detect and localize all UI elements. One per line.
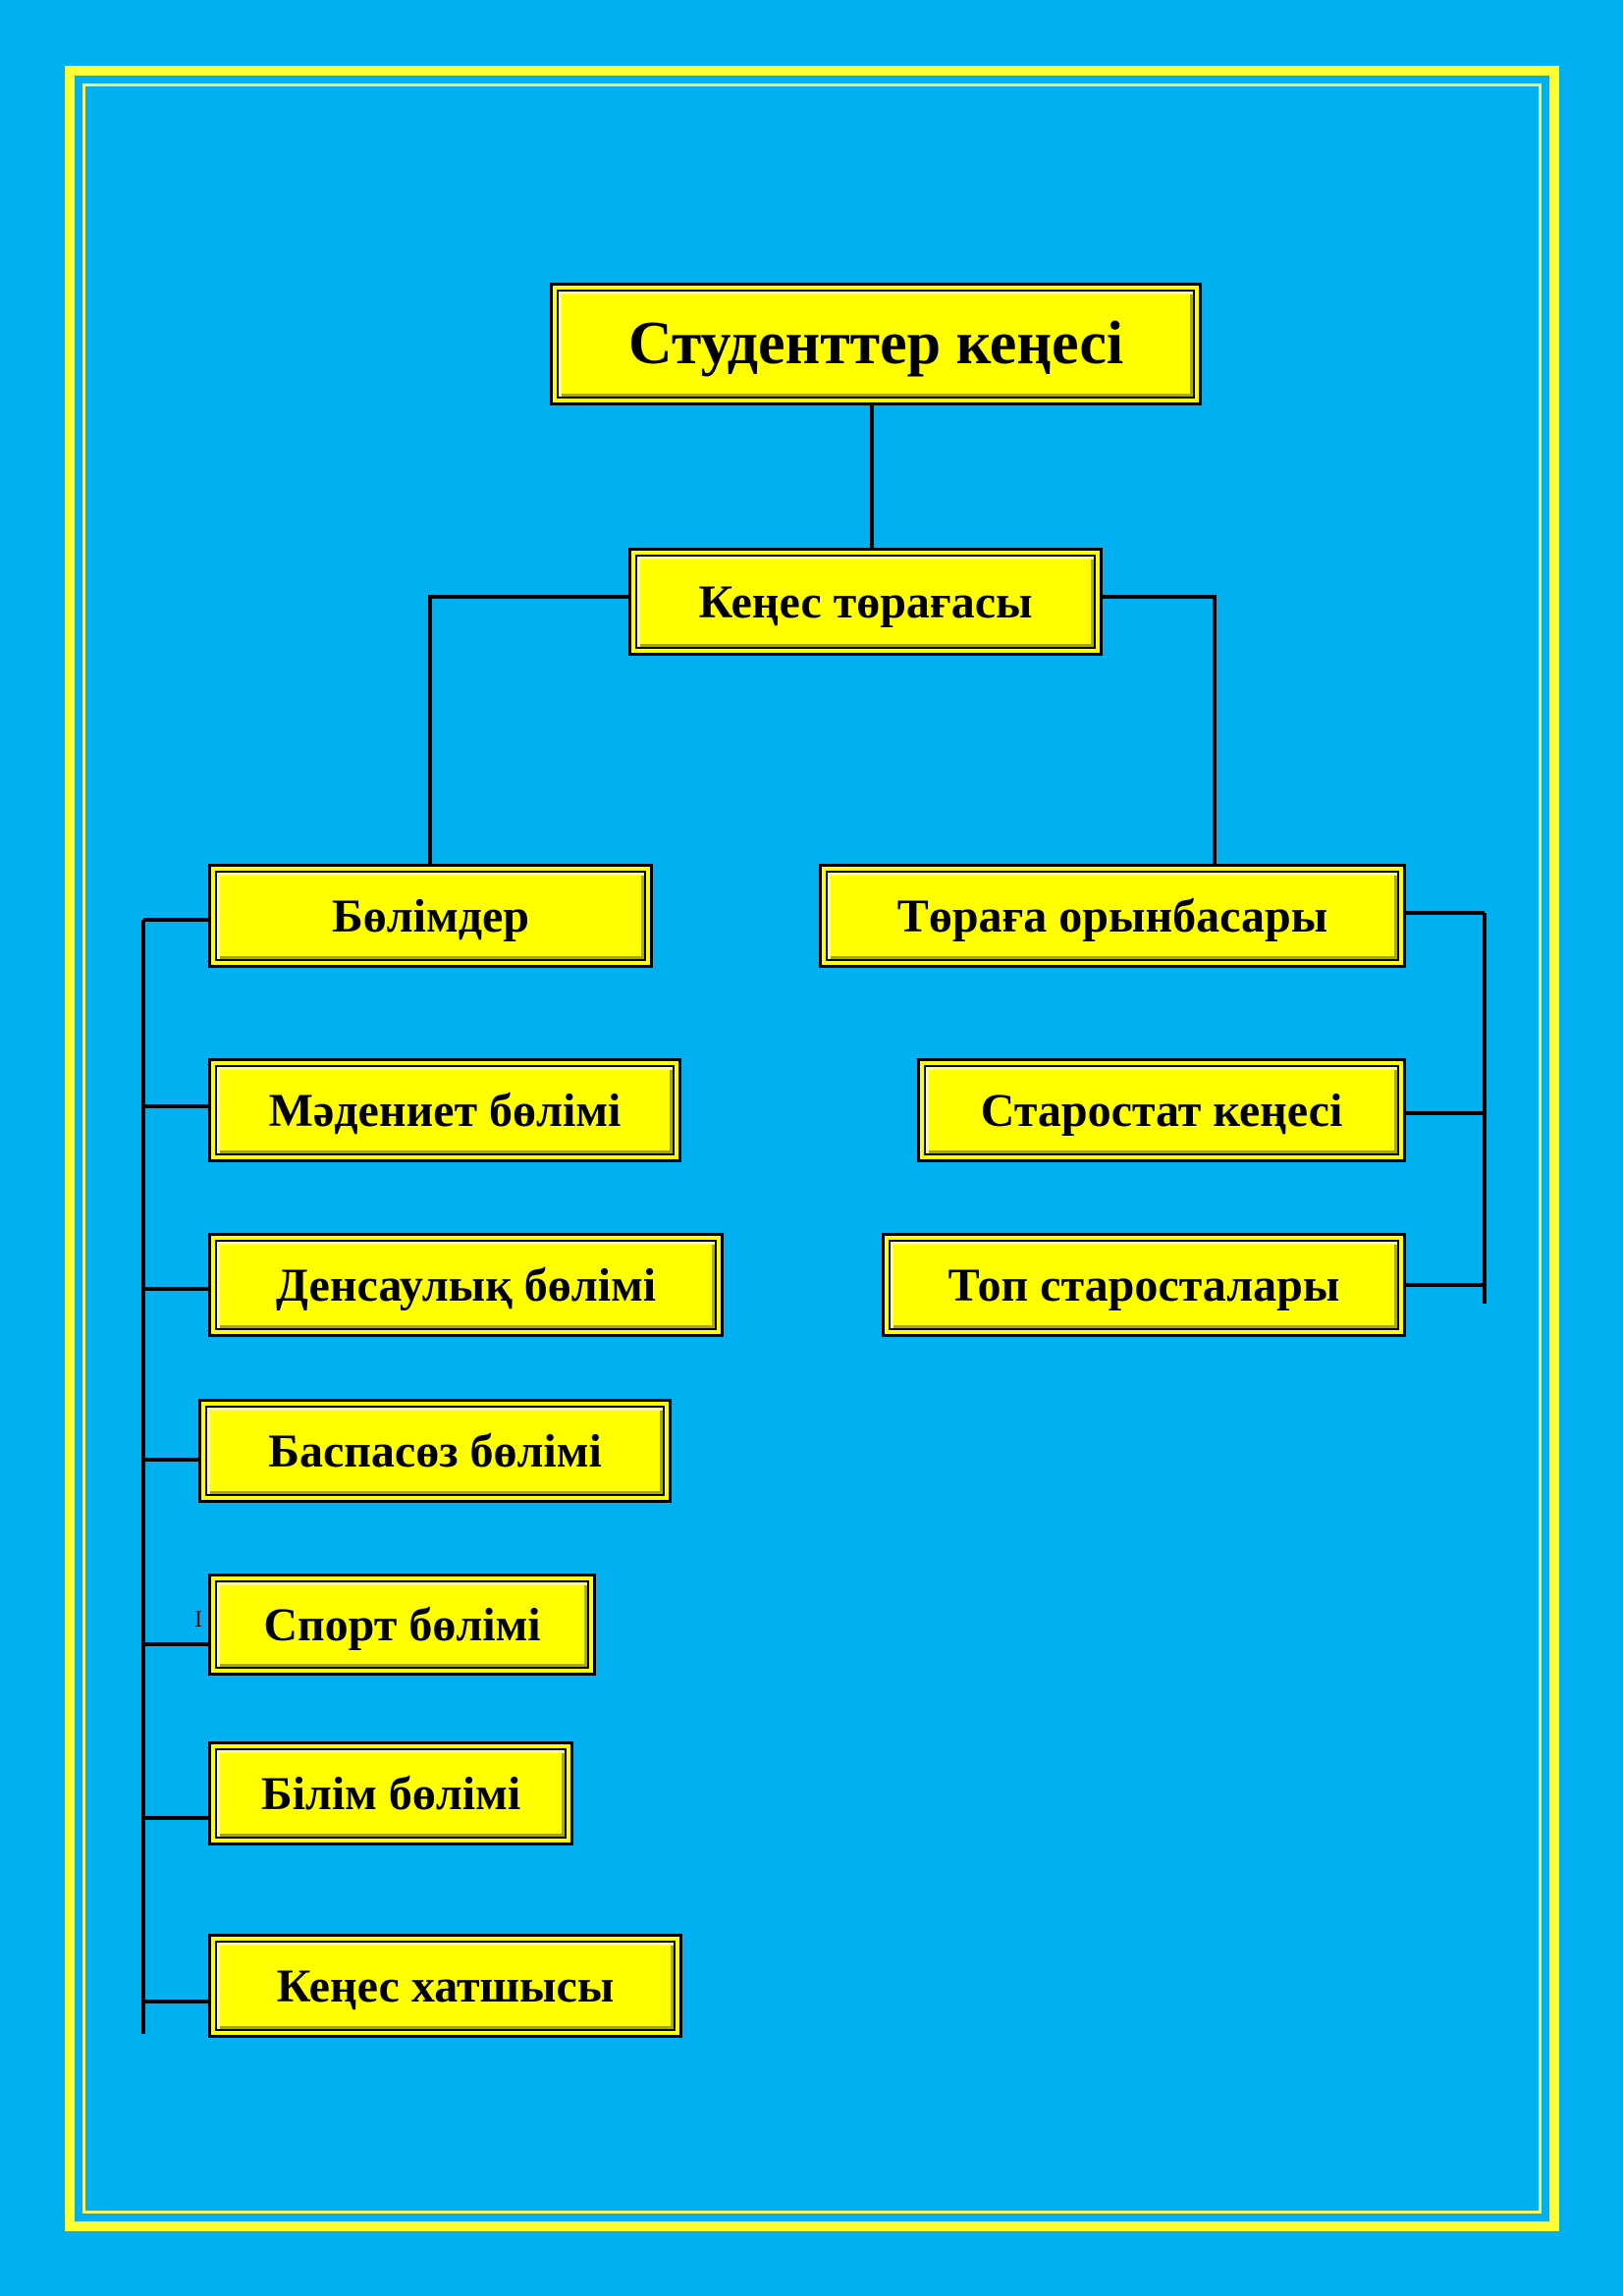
line-chair-deputy	[1102, 595, 1217, 866]
deputy-node-headman-council: Старостат кеңесі	[917, 1058, 1406, 1162]
department-node-culture: Мәдениет бөлімі	[208, 1058, 681, 1162]
stray-mark: I	[194, 1607, 202, 1632]
inner-frame	[82, 83, 1542, 2214]
deputy-item-label: Топ старосталары	[947, 1258, 1340, 1311]
department-node-press: Баспасөз бөлімі	[198, 1399, 672, 1503]
line-chair-departments	[428, 595, 632, 866]
deputy-header-node: Төраға орынбасары	[819, 864, 1406, 968]
department-label: Денсаулық бөлімі	[275, 1258, 657, 1311]
department-node-secretary: Кеңес хатшысы	[208, 1934, 682, 2038]
chair-node: Кеңес төрағасы	[628, 548, 1103, 656]
root-node: Студенттер кеңесі	[550, 283, 1202, 405]
department-node-education: Білім бөлімі	[208, 1741, 573, 1845]
department-node-health: Денсаулық бөлімі	[208, 1233, 724, 1337]
root-label: Студенттер кеңесі	[627, 310, 1124, 377]
outer-frame	[65, 66, 1559, 2231]
deputy-item-label: Старостат кеңесі	[980, 1084, 1343, 1137]
departments-header-node: Бөлімдер	[208, 864, 653, 968]
deputy-header-label: Төраға орынбасары	[896, 889, 1328, 942]
departments-header-label: Бөлімдер	[332, 889, 529, 942]
department-label: Спорт бөлімі	[263, 1598, 541, 1651]
department-label: Білім бөлімі	[260, 1767, 521, 1820]
department-label: Кеңес хатшысы	[276, 1959, 615, 2012]
department-label: Баспасөз бөлімі	[268, 1424, 602, 1477]
department-node-sport: Спорт бөлімі	[208, 1574, 596, 1676]
department-label: Мәдениет бөлімі	[268, 1084, 622, 1137]
deputy-node-group-headmen: Топ старосталары	[882, 1233, 1406, 1337]
chair-label: Кеңес төрағасы	[698, 575, 1033, 628]
